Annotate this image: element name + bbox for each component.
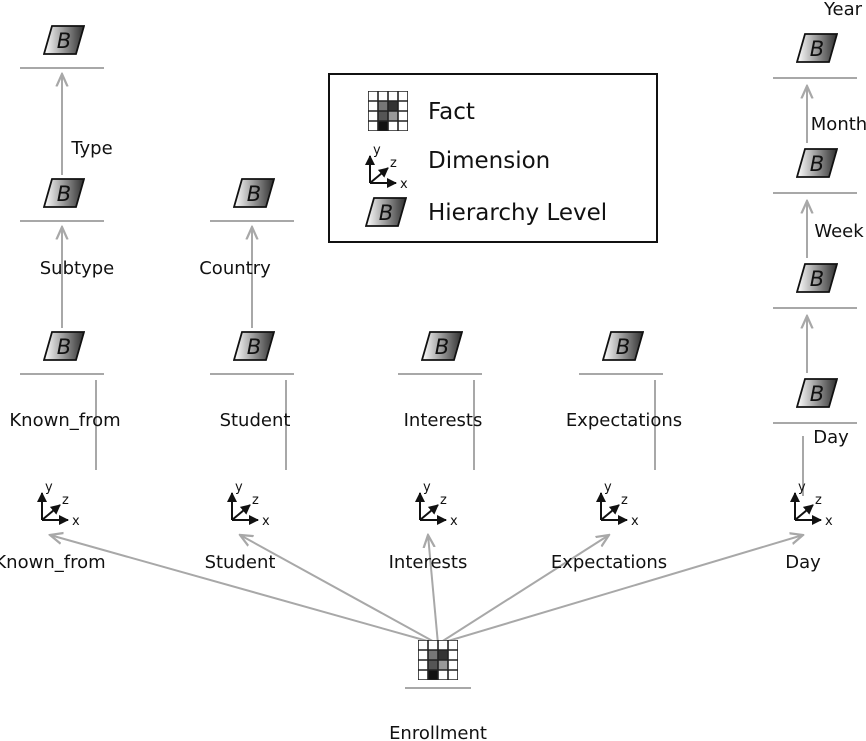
axis-x-label: x (450, 514, 458, 529)
fact-dimension-arrow (50, 535, 439, 645)
level-glyph: B (379, 201, 393, 225)
fact-dimension-arrow (428, 535, 439, 645)
axis-x-label: x (825, 514, 833, 529)
fact-dimension-arrow (437, 535, 609, 645)
level-glyph: B (57, 29, 71, 53)
dimension-icon: yzx (596, 480, 639, 529)
level-glyph: B (247, 182, 261, 206)
axis-y-label: y (45, 480, 53, 495)
level-label: Subtype (40, 258, 114, 279)
legend-dimension-label: Dimension (428, 148, 550, 174)
dimension-icon: yzx (415, 480, 458, 529)
level-glyph: B (810, 382, 824, 406)
fact-dimension-arrow (240, 535, 439, 645)
dimension-icon: yzx (37, 480, 80, 529)
level-label: Day (813, 427, 849, 448)
axis-x-label: x (400, 177, 408, 192)
legend-fact-label: Fact (428, 99, 475, 125)
level-label: Week (814, 221, 864, 242)
dimension-label: Day (785, 552, 821, 573)
axis-x-label: x (262, 514, 270, 529)
axis-z-label: z (621, 493, 628, 508)
level-label: Month (811, 114, 866, 135)
axis-y-label: y (423, 480, 431, 495)
legend-fact-icon (368, 91, 408, 131)
level-label: Known_from (9, 410, 120, 431)
level-icon: B (421, 331, 463, 361)
axis-y-label: y (798, 480, 806, 495)
level-label: Type (70, 138, 112, 159)
level-icon: B (796, 263, 838, 293)
level-label: Country (199, 258, 271, 279)
level-label: Expectations (566, 410, 682, 431)
level-icon: B (233, 331, 275, 361)
level-glyph: B (810, 152, 824, 176)
dimension-icon: yzx (227, 480, 270, 529)
level-icon: B (43, 25, 85, 55)
axis-z-label: z (390, 156, 397, 171)
axis-z-label: z (252, 493, 259, 508)
level-glyph: B (810, 267, 824, 291)
level-glyph: B (435, 335, 449, 359)
dimension-label: Student (205, 552, 276, 573)
legend-dimension-icon: yzx (365, 143, 408, 192)
level-icon: B (796, 148, 838, 178)
level-icon: B (233, 178, 275, 208)
dimension-icon: yzx (790, 480, 833, 529)
fact-label: Enrollment (389, 723, 487, 741)
axis-x-label: x (72, 514, 80, 529)
axis-z-label: z (62, 493, 69, 508)
level-icon: B (43, 178, 85, 208)
level-icon: B (602, 331, 644, 361)
level-icon: B (796, 33, 838, 63)
level-label: Interests (404, 410, 483, 431)
level-label: Year (823, 0, 863, 20)
legend-level-icon: B (365, 197, 407, 227)
axis-y-label: y (604, 480, 612, 495)
dimension-label: Expectations (551, 552, 667, 573)
level-glyph: B (247, 335, 261, 359)
level-glyph: B (57, 335, 71, 359)
level-glyph: B (57, 182, 71, 206)
level-icon: B (796, 378, 838, 408)
legend-level-label: Hierarchy Level (428, 200, 607, 226)
fact-icon (418, 640, 458, 680)
axis-x-label: x (631, 514, 639, 529)
level-icon: B (43, 331, 85, 361)
axis-y-label: y (235, 480, 243, 495)
dimension-label: Known_from (0, 552, 106, 573)
level-glyph: B (810, 37, 824, 61)
axis-z-label: z (440, 493, 447, 508)
fact-dimension-arrow (437, 535, 803, 645)
level-label: Student (220, 410, 291, 431)
level-glyph: B (616, 335, 630, 359)
axis-z-label: z (815, 493, 822, 508)
dimension-label: Interests (389, 552, 468, 573)
axis-y-label: y (373, 143, 381, 158)
